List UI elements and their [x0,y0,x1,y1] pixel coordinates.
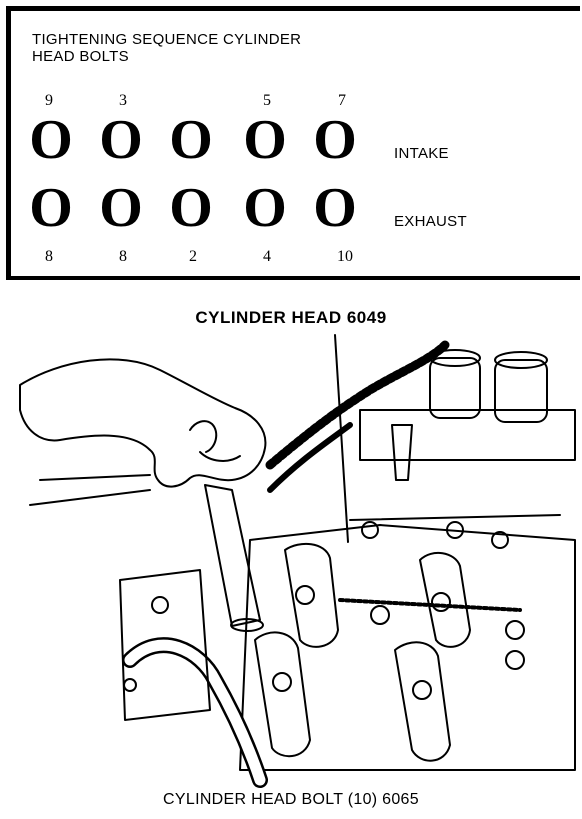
intake-bolt-symbol: O [99,109,143,171]
ratchet-extension [204,484,261,627]
cylinder-head-illustration [19,334,576,788]
wiring-harness [265,340,450,470]
exhaust-bolt-symbol: O [243,177,287,239]
intake-seq-number: 5 [263,92,271,109]
intake-seq-number: 7 [338,92,346,109]
head-bolt [370,605,390,625]
diagram-title: TIGHTENING SEQUENCE CYLINDER HEAD BOLTS [32,31,301,65]
head-bolt [412,680,432,700]
exhaust-bolt-symbol: O [99,177,143,239]
head-bolt [295,585,315,605]
head-bolt [361,521,379,539]
head-bolt [272,672,292,692]
injector [429,357,481,419]
tightening-sequence-panel [6,6,580,280]
head-bolt [491,531,509,549]
intake-seq-number: 3 [119,92,127,109]
exhaust-bolt-symbol: O [169,177,213,239]
title-line-1: TIGHTENING SEQUENCE CYLINDER [32,31,302,48]
intake-bolt-symbol: O [243,109,287,171]
rocker-arm [394,641,451,762]
intake-bolt-symbol: O [313,109,357,171]
head-bolt [431,592,451,612]
cylinder-head-callout: CYLINDER HEAD 6049 [195,308,387,327]
rocker-arm [284,542,339,648]
thumb-outline [189,420,218,453]
exhaust-bolt-symbol: O [313,177,357,239]
head-bolt [505,620,525,640]
hand-outline [19,358,267,488]
exhaust-bolt-symbol: O [29,177,73,239]
exhaust-seq-number: 8 [45,248,53,265]
engine-block-left [119,569,211,721]
injector [494,359,548,423]
fuel-rail [359,409,576,461]
intake-seq-number: 9 [45,92,53,109]
exhaust-label: EXHAUST [394,213,467,230]
exhaust-seq-number: 4 [263,248,271,265]
exhaust-seq-number: 10 [337,248,353,265]
rocker-arm [254,631,311,758]
cylinder-head-outline [239,524,576,771]
head-bolt [505,650,525,670]
head-bolt [446,521,464,539]
intake-bolt-symbol: O [29,109,73,171]
callout-leader-line [334,334,349,543]
exhaust-seq-number: 8 [119,248,127,265]
exhaust-seq-number: 2 [189,248,197,265]
intake-bolt-symbol: O [169,109,213,171]
title-line-2: HEAD BOLTS [32,48,129,65]
intake-label: INTAKE [394,145,449,162]
rocker-arm [419,551,471,648]
head-bolt-callout: CYLINDER HEAD BOLT (10) 6065 [163,791,419,808]
